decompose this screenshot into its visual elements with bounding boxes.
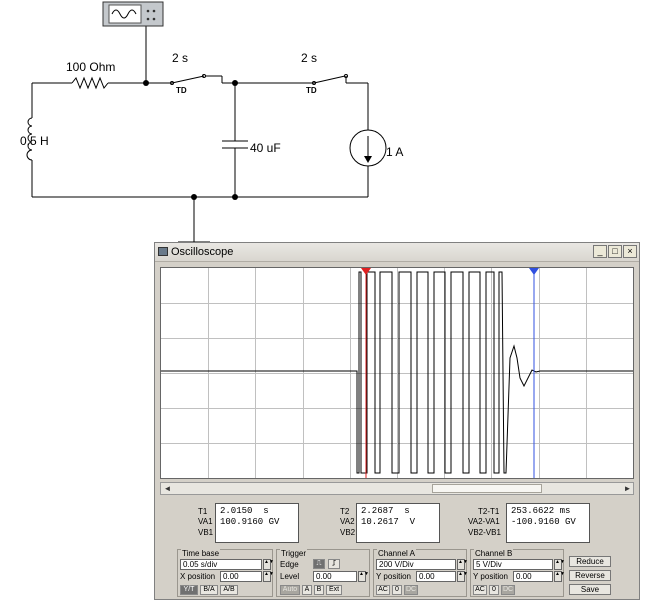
trigger-ext-button[interactable]: Ext xyxy=(326,585,342,595)
channel-a-ypos-field[interactable]: 0.00 xyxy=(416,571,456,582)
scroll-left-arrow[interactable]: ◄ xyxy=(163,484,172,493)
mode-yt-button[interactable]: Y/T xyxy=(180,585,198,595)
level-field[interactable]: 0.00 xyxy=(313,571,357,582)
channel-b-title: Channel B xyxy=(474,549,514,558)
channel-a-title: Channel A xyxy=(377,549,416,558)
t2-va: 10.2617 V xyxy=(361,517,416,527)
close-button[interactable]: × xyxy=(623,245,637,258)
dva-label: VA2-VA1 xyxy=(468,517,500,526)
t2-time: 2.2687 s xyxy=(361,506,410,516)
oscilloscope-window: Oscilloscope _ □ × ◄ ► T1 VA1 VB1 2.0150… xyxy=(154,242,640,600)
trigger-b-button[interactable]: B xyxy=(314,585,324,595)
channel-a-trace xyxy=(161,271,633,474)
timebase-spinner[interactable]: ▲▼ xyxy=(263,559,274,570)
switch2-tag: TD xyxy=(306,86,317,95)
delta-va: -100.9160 GV xyxy=(511,517,576,527)
delta-readout: 253.6622 ms -100.9160 GV xyxy=(506,503,590,543)
channel-a-scale-spinner[interactable]: ▲▼ xyxy=(457,559,468,570)
t1-time: 2.0150 s xyxy=(220,506,269,516)
trigger-auto-button[interactable]: Auto xyxy=(280,585,300,595)
t1-label: T1 xyxy=(198,507,208,516)
channel-b-zero-button[interactable]: 0 xyxy=(489,585,499,595)
dvb-label: VB2-VB1 xyxy=(468,528,501,537)
channel-a-zero-button[interactable]: 0 xyxy=(392,585,402,595)
level-label: Level xyxy=(280,572,300,581)
timebase-group: Time base 0.05 s/div ▲▼ X position 0.00 … xyxy=(177,549,274,597)
channel-a-scale-field[interactable]: 200 V/Div xyxy=(376,559,456,570)
delta-time: 253.6622 ms xyxy=(511,506,571,516)
t2-readout: 2.2687 s 10.2617 V xyxy=(356,503,440,543)
channel-b-dc-button[interactable]: DC xyxy=(501,585,515,595)
falling-edge-icon[interactable]: ⎎ xyxy=(328,559,340,569)
va1-label: VA1 xyxy=(198,517,213,526)
scope-display[interactable] xyxy=(160,267,634,479)
reduce-button[interactable]: Reduce xyxy=(569,556,611,567)
horizontal-scrollbar[interactable]: ◄ ► xyxy=(160,482,634,495)
scroll-right-arrow[interactable]: ► xyxy=(623,484,632,493)
channel-a-group: Channel A 200 V/Div ▲▼ Y position 0.00 ▲… xyxy=(373,549,468,597)
channel-b-ypos-spinner[interactable]: ▲▼ xyxy=(554,571,565,582)
current-source xyxy=(349,129,387,167)
title-bar[interactable]: Oscilloscope _ □ × xyxy=(155,243,639,262)
window-title: Oscilloscope xyxy=(171,246,234,258)
timebase-xpos-label: X position xyxy=(180,572,216,581)
xpos-field[interactable]: 0.00 xyxy=(220,571,262,582)
channel-a-ac-button[interactable]: AC xyxy=(376,585,390,595)
maximize-button[interactable]: □ xyxy=(608,245,622,258)
va2-label: VA2 xyxy=(340,517,355,526)
channel-a-ypos-spinner[interactable]: ▲▼ xyxy=(457,571,468,582)
scope-window-icon xyxy=(158,247,168,256)
resistor xyxy=(71,76,109,90)
channel-b-group: Channel B 5 V/Div ▲▼ Y position 0.00 ▲▼ … xyxy=(470,549,565,597)
minimize-button[interactable]: _ xyxy=(593,245,607,258)
channel-a-ypos-label: Y position xyxy=(376,572,411,581)
inductor-label: 0.5 H xyxy=(20,134,49,148)
channel-b-scale-spinner[interactable]: ▲▼ xyxy=(554,559,565,570)
scope-icon xyxy=(102,1,164,27)
switch-1 xyxy=(171,75,205,84)
timebase-scale-field[interactable]: 0.05 s/div xyxy=(180,559,262,570)
t2-label: T2 xyxy=(340,507,350,516)
mode-ab-button[interactable]: A/B xyxy=(220,585,238,595)
timebase-title: Time base xyxy=(181,549,221,558)
trigger-title: Trigger xyxy=(280,549,308,558)
current-source-label: 1 A xyxy=(386,145,404,159)
channel-b-scale-field[interactable]: 5 V/Div xyxy=(473,559,553,570)
delta-label: T2-T1 xyxy=(478,507,500,516)
trigger-a-button[interactable]: A xyxy=(302,585,312,595)
capacitor-label: 40 uF xyxy=(250,141,281,155)
inductor xyxy=(26,117,33,161)
scroll-thumb[interactable] xyxy=(432,484,542,493)
save-button[interactable]: Save xyxy=(569,584,611,595)
reverse-button[interactable]: Reverse xyxy=(569,570,611,581)
channel-b-ypos-field[interactable]: 0.00 xyxy=(513,571,553,582)
resistor-label: 100 Ohm xyxy=(66,60,116,74)
circuit-schematic xyxy=(26,1,387,243)
t1-va: 100.9160 GV xyxy=(220,517,280,527)
cursor-2-handle xyxy=(529,268,539,275)
xpos-spinner[interactable]: ▲▼ xyxy=(263,571,274,582)
switch1-time: 2 s xyxy=(172,51,189,65)
t1-readout: 2.0150 s 100.9160 GV xyxy=(215,503,299,543)
vb1-label: VB1 xyxy=(198,528,214,537)
switch-2 xyxy=(313,75,346,84)
edge-label: Edge xyxy=(280,560,299,569)
channel-b-ac-button[interactable]: AC xyxy=(473,585,487,595)
cursor-1-handle xyxy=(361,268,371,275)
measurement-panel: T1 VA1 VB1 2.0150 s 100.9160 GV T2 VA2 V… xyxy=(160,501,634,545)
vb2-label: VB2 xyxy=(340,528,356,537)
switch2-time: 2 s xyxy=(301,51,318,65)
trigger-group: Trigger Edge ⎍ ⎎ Level 0.00 ▲▼ Auto A B … xyxy=(276,549,370,597)
channel-b-ypos-label: Y position xyxy=(473,572,508,581)
switch1-tag: TD xyxy=(176,86,187,95)
rising-edge-icon[interactable]: ⎍ xyxy=(313,559,325,569)
level-spinner[interactable]: ▲▼ xyxy=(358,571,369,582)
channel-a-dc-button[interactable]: DC xyxy=(404,585,418,595)
mode-ba-button[interactable]: B/A xyxy=(200,585,218,595)
